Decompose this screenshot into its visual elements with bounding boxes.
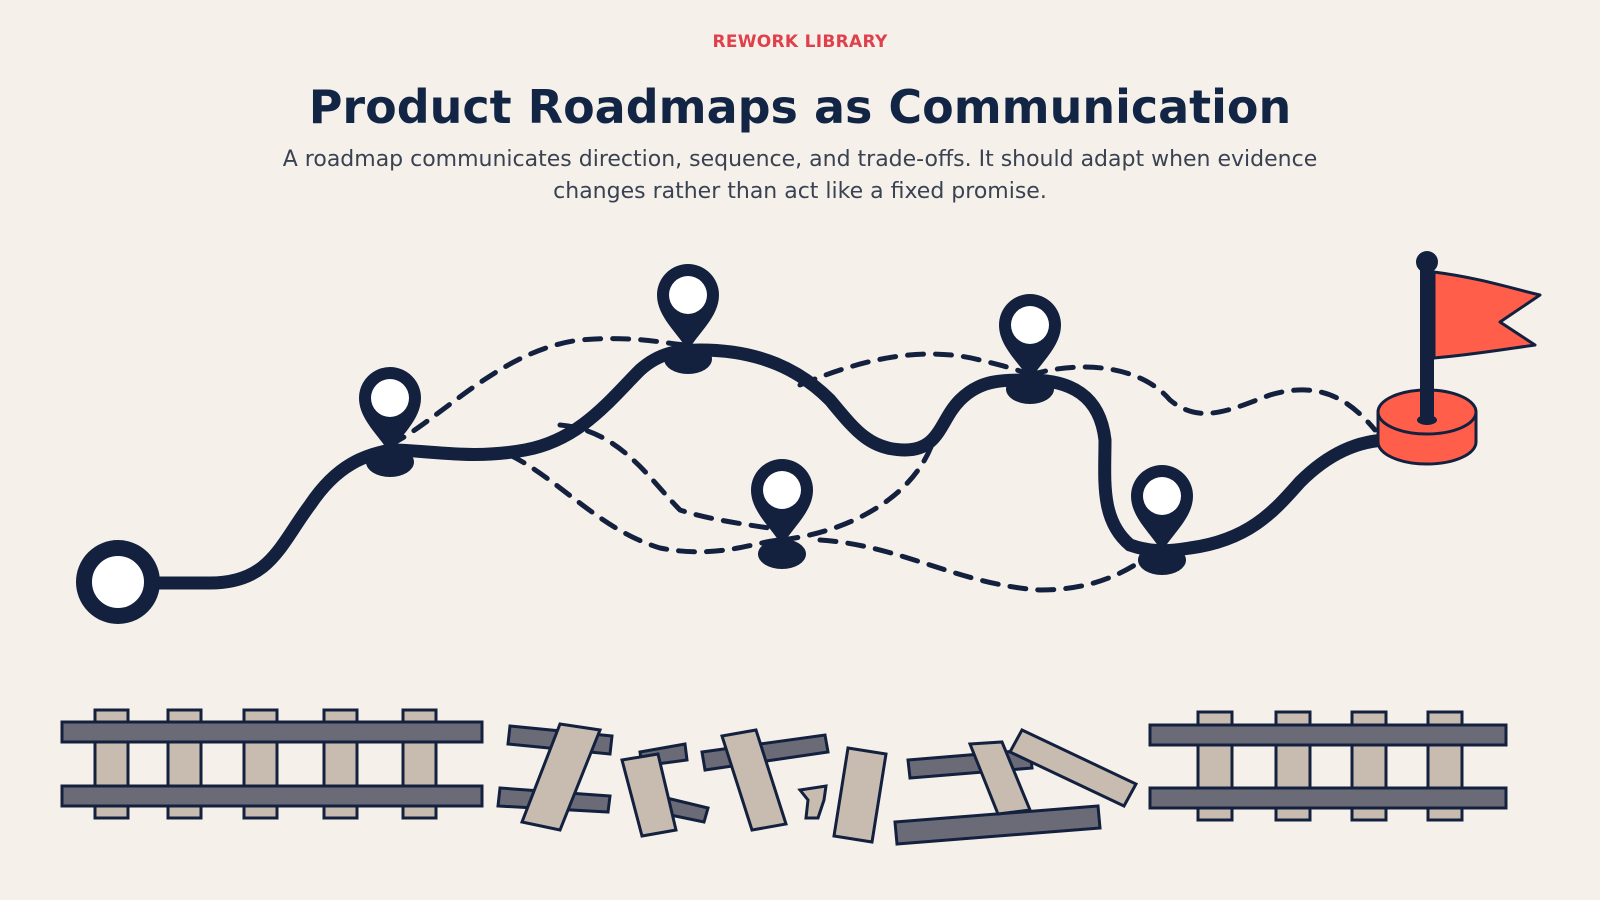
alt-route-lower-right [779,432,938,543]
alt-route-lower-mid [557,422,785,533]
broken-track-icon [496,722,1139,846]
map-pin-icon [751,459,813,569]
railway-track-icon [1148,710,1508,822]
goal-flag-icon [1376,251,1542,466]
alt-route-high-right [1027,364,1378,433]
map-pin-icon [657,264,719,374]
alt-route-top [387,336,691,448]
map-pin-icon [1131,465,1193,575]
map-pin-icon [359,367,421,477]
start-circle-icon [76,540,160,624]
alt-route-middle [797,351,1033,388]
eyebrow-label: REWORK LIBRARY [712,32,888,52]
page-subtitle: A roadmap communicates direction, sequen… [282,147,1318,204]
alternative-routes [387,336,1378,593]
alt-route-bottom [817,537,1165,593]
alt-route-lower-left [507,452,785,555]
map-pin-icon [999,294,1061,404]
railway-track-icon [60,708,484,820]
page-title: Product Roadmaps as Communication [308,80,1292,134]
